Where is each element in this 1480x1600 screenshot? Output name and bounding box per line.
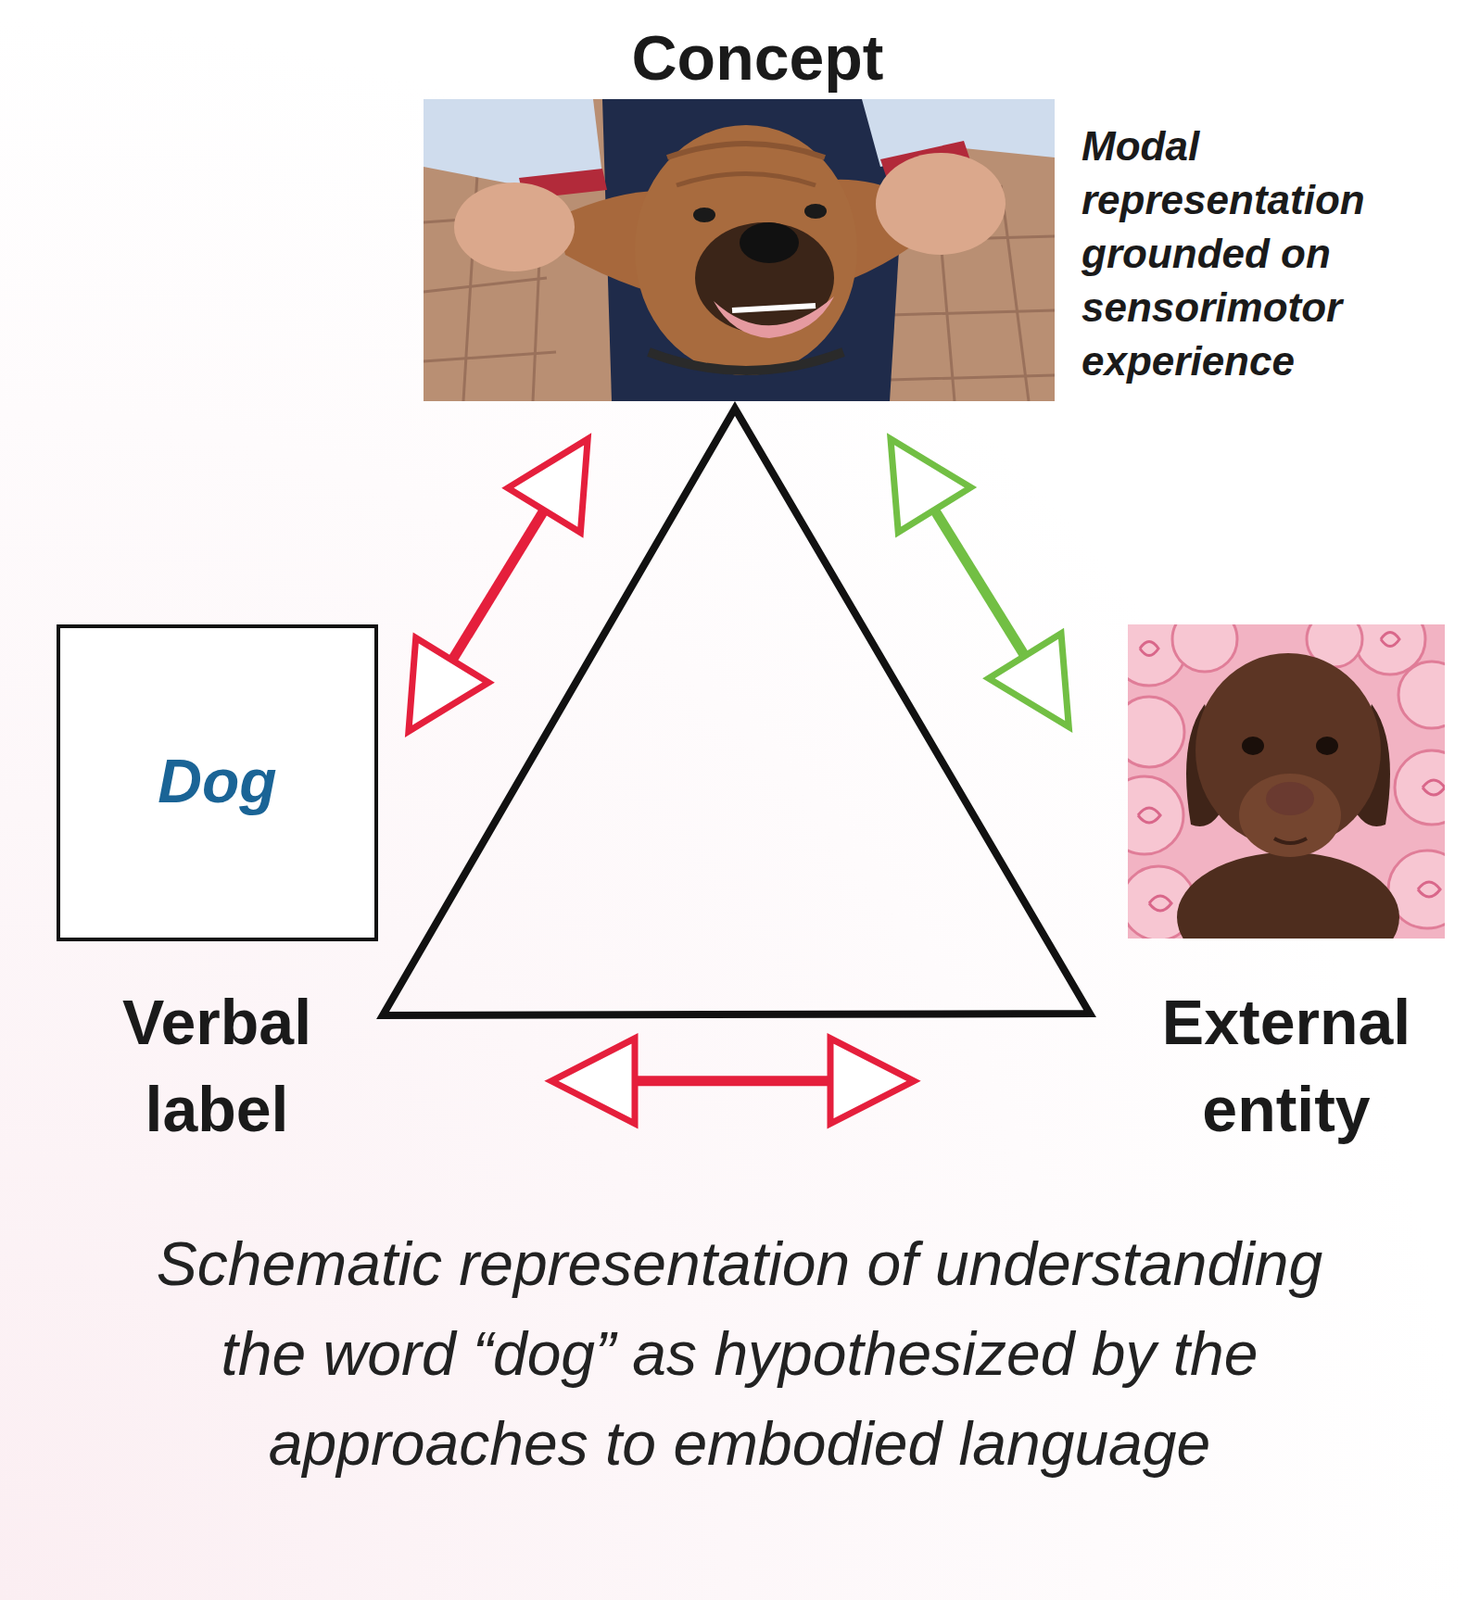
external-entity-node: External entity <box>1110 624 1463 1158</box>
connector-line <box>634 1075 831 1087</box>
connector <box>890 439 1069 728</box>
arrow-head <box>830 1038 914 1125</box>
connector-line <box>934 509 1025 657</box>
triangle <box>382 408 1090 1016</box>
arrow-head <box>551 1038 635 1125</box>
node-heading: Concept <box>386 13 1129 102</box>
connector-line <box>452 510 544 661</box>
puppy-photo <box>1127 624 1445 939</box>
connector <box>408 439 588 732</box>
side-note: Modal representation grounded on sensori… <box>1081 119 1439 389</box>
node-heading: External entity <box>1110 978 1463 1153</box>
arrow-head <box>507 439 588 533</box>
word-label: Dog <box>56 746 379 817</box>
verbal-label-node: DogVerbal label <box>56 624 379 1158</box>
arrow-head <box>408 638 489 733</box>
dog-photo <box>423 99 1055 402</box>
arrow-head <box>988 633 1069 728</box>
caption: Schematic representation of understandin… <box>109 1219 1370 1490</box>
node-heading: Verbal label <box>63 978 370 1153</box>
arrow-head <box>890 439 971 533</box>
connector <box>551 1038 914 1125</box>
concept-node: ConceptModal representation grounded on … <box>423 99 1055 402</box>
